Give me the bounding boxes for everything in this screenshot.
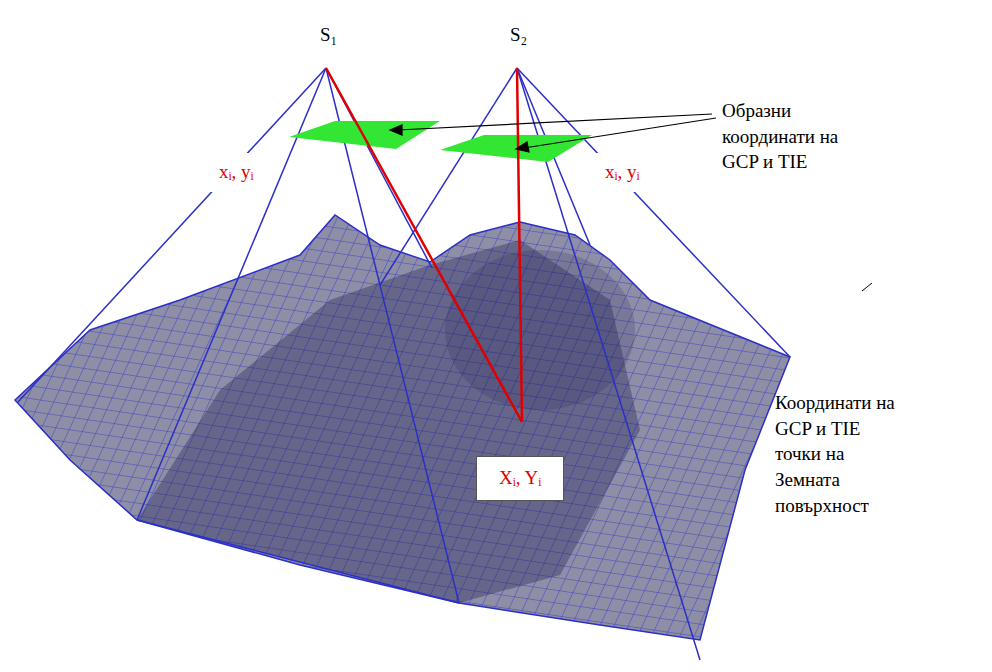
station-label: S₁ xyxy=(320,22,360,48)
station-label: S₂ xyxy=(510,22,550,48)
coordinate-text: xᵢ, yᵢ xyxy=(605,161,640,182)
callout-text: Координати на GCP и TIE точки на Земната… xyxy=(775,390,903,518)
coordinate-text: Xᵢ, Yᵢ xyxy=(499,467,541,488)
callout-text: Образни координати на GCP и TIE xyxy=(722,98,852,175)
view-pyramid-1 xyxy=(18,68,459,603)
image-plane-2 xyxy=(440,135,592,162)
coordinate-box: xᵢ, yᵢ xyxy=(207,153,266,192)
ray xyxy=(326,68,522,422)
coordinate-box: xᵢ, yᵢ xyxy=(593,153,652,192)
coordinate-box: Xᵢ, Yᵢ xyxy=(476,456,564,501)
callout-arrow xyxy=(390,114,716,152)
stray-mark xyxy=(862,283,872,291)
hill-shade xyxy=(445,250,635,410)
overlap-region xyxy=(137,240,640,603)
coordinate-text: xᵢ, yᵢ xyxy=(219,161,254,182)
